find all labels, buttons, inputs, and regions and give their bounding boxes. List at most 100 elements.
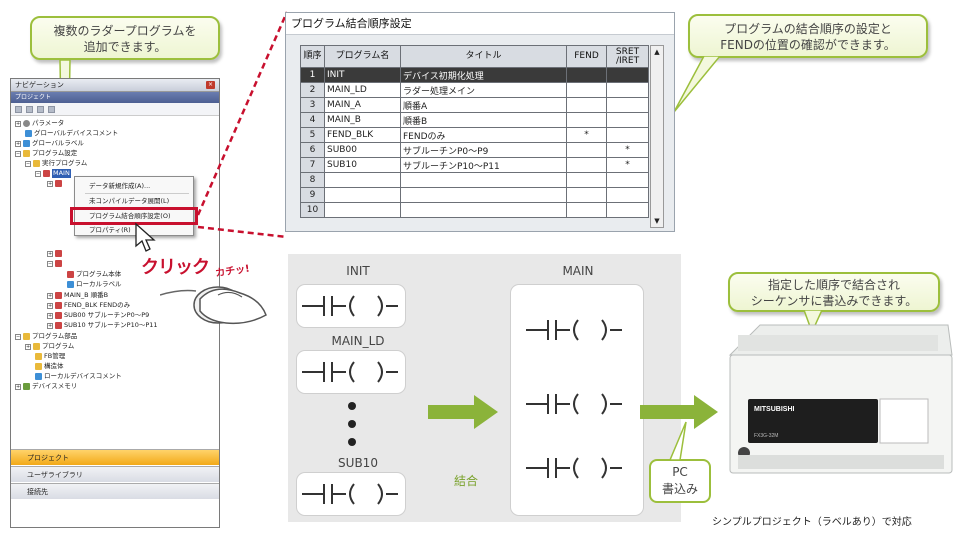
tree-item-sub10[interactable]: + SUB10 サブルーチンP10～P11 — [47, 321, 158, 330]
menu-highlight-frame — [70, 207, 198, 225]
tree-item-program-settings[interactable]: −プログラム設定 — [15, 149, 77, 158]
tree-item-label: SUB10 サブルーチンP10～P11 — [64, 321, 158, 329]
click-label: クリック — [141, 257, 210, 278]
tree-item-device-memory[interactable]: +デバイスメモリ — [15, 382, 77, 391]
tree-item-fend-blk[interactable]: +FEND_BLK FENDのみ — [47, 301, 130, 310]
order-cell: 8 — [300, 172, 325, 188]
collapse-icon[interactable]: − — [25, 160, 31, 167]
tree-item-global-comment[interactable]: グローバルデバイスコメント — [25, 129, 118, 138]
menu-item-program-order[interactable]: プログラム結合順序設定(O) — [89, 212, 171, 220]
program-name-cell: MAIN_B — [324, 112, 401, 128]
scroll-up-icon[interactable]: ▲ — [654, 48, 660, 56]
tree-item-main-b[interactable]: +MAIN_B 順番B — [47, 291, 108, 300]
context-menu: データ新規作成(A)... 未コンパイルデータ展開(L) プログラム結合順序設定… — [74, 176, 194, 236]
order-cell: 10 — [300, 202, 325, 218]
tree-item-label: MAIN — [52, 169, 71, 178]
expand-icon[interactable]: + — [47, 292, 53, 299]
tree-item-local-label[interactable]: ローカルラベル — [67, 280, 122, 289]
collapse-icon[interactable]: − — [47, 260, 53, 267]
close-icon[interactable]: × — [206, 81, 215, 89]
tab-connection[interactable]: 接続先 — [11, 483, 219, 499]
title-cell: ラダー処理メイン — [400, 82, 567, 98]
memory-icon — [23, 383, 30, 390]
tree-item-main[interactable]: − MAIN — [35, 169, 71, 178]
tree-item-struct[interactable]: 構造体 — [35, 362, 64, 371]
menu-item-properties[interactable]: プロパティ(R) — [89, 226, 131, 234]
tab-label: ユーザライブラリ — [27, 471, 83, 479]
tree-item-label: プログラム本体 — [76, 270, 122, 278]
fend-cell: * — [566, 127, 607, 143]
nav-titlebar: ナビゲーション × — [11, 79, 219, 92]
expand-icon[interactable]: + — [15, 120, 21, 127]
expand-icon[interactable]: + — [15, 383, 21, 390]
collapse-icon[interactable]: − — [15, 150, 21, 157]
callout-add-programs: 複数のラダープログラムを 追加できます。 — [30, 16, 220, 60]
table-row[interactable]: 10 — [300, 202, 649, 218]
tree-item-global-label[interactable]: +グローバルラベル — [15, 139, 84, 148]
program-order-window: プログラム結合順序設定 順序 プログラム名 タイトル FEND SRET /IR… — [285, 12, 675, 232]
collapse-icon[interactable]: − — [15, 333, 21, 340]
callout-line: プログラムの結合順序の設定と — [724, 22, 892, 36]
callout-plc-write-pointer — [803, 310, 823, 334]
tree-item-label: 構造体 — [44, 362, 64, 370]
save-icon[interactable] — [37, 105, 44, 113]
tree-item-parameter[interactable]: +パラメータ — [15, 119, 64, 128]
tree-item-collapsed-b[interactable]: + — [47, 249, 62, 258]
fend-cell — [566, 142, 607, 158]
fend-cell — [566, 67, 607, 83]
menu-item-expand-uncompiled[interactable]: 未コンパイルデータ展開(L) — [89, 197, 170, 205]
new-icon[interactable] — [15, 105, 22, 113]
expand-icon[interactable]: + — [47, 312, 53, 319]
label-sub10: SUB10 — [338, 456, 378, 470]
tree-item-fb[interactable]: FB管理 — [35, 352, 65, 361]
tree-item-label: 実行プログラム — [42, 159, 88, 167]
expand-icon[interactable]: + — [15, 140, 21, 147]
vertical-scrollbar[interactable]: ▲ ▼ — [650, 45, 664, 228]
open-icon[interactable] — [26, 105, 33, 113]
table-row[interactable]: 9 — [300, 187, 649, 203]
table-row[interactable]: 8 — [300, 172, 649, 188]
expand-icon[interactable]: + — [47, 250, 53, 257]
menu-item-new-data[interactable]: データ新規作成(A)... — [89, 182, 151, 190]
filter-icon[interactable] — [48, 105, 55, 113]
tree-item-program-body[interactable]: プログラム本体 — [67, 270, 121, 279]
tree-item-collapsed-c[interactable]: − — [47, 259, 62, 268]
tree-item-program-parts[interactable]: − プログラム部品 — [15, 332, 77, 341]
label-main: MAIN — [562, 264, 594, 278]
callout-line: 指定した順序で結合され — [767, 278, 900, 292]
tree-item-sub00[interactable]: +SUB00 サブルーチンP0～P9 — [47, 311, 149, 320]
tab-project[interactable]: プロジェクト — [11, 449, 219, 465]
expand-icon[interactable]: + — [25, 343, 31, 350]
fend-cell — [566, 202, 607, 218]
expand-icon[interactable]: + — [47, 302, 53, 309]
callout-line: 複数のラダープログラムを — [53, 24, 197, 38]
sret-cell — [606, 187, 649, 203]
tree-item-label: ローカルデバイスコメント — [44, 372, 122, 380]
fend-cell — [566, 97, 607, 113]
collapse-icon[interactable]: − — [35, 170, 41, 177]
tree-item-program-folder[interactable]: +プログラム — [25, 342, 74, 351]
program-icon — [67, 271, 74, 278]
tree-item-collapsed-a[interactable]: + — [47, 179, 62, 188]
expand-icon[interactable]: + — [47, 180, 53, 187]
program-icon — [55, 260, 62, 267]
tab-user-library[interactable]: ユーザライブラリ — [11, 466, 219, 482]
tree-item-label: プログラム部品 — [32, 332, 78, 340]
comment-icon — [25, 130, 32, 137]
tree-item-exec-program[interactable]: − 実行プログラム — [25, 159, 87, 168]
tree-item-local-comment[interactable]: ローカルデバイスコメント — [35, 372, 122, 381]
expand-icon[interactable]: + — [47, 322, 53, 329]
title-cell: 順番B — [400, 112, 567, 128]
scroll-down-icon[interactable]: ▼ — [654, 217, 660, 225]
ladder-rung-init — [302, 295, 398, 317]
fend-cell — [566, 187, 607, 203]
order-cell: 2 — [300, 82, 325, 98]
